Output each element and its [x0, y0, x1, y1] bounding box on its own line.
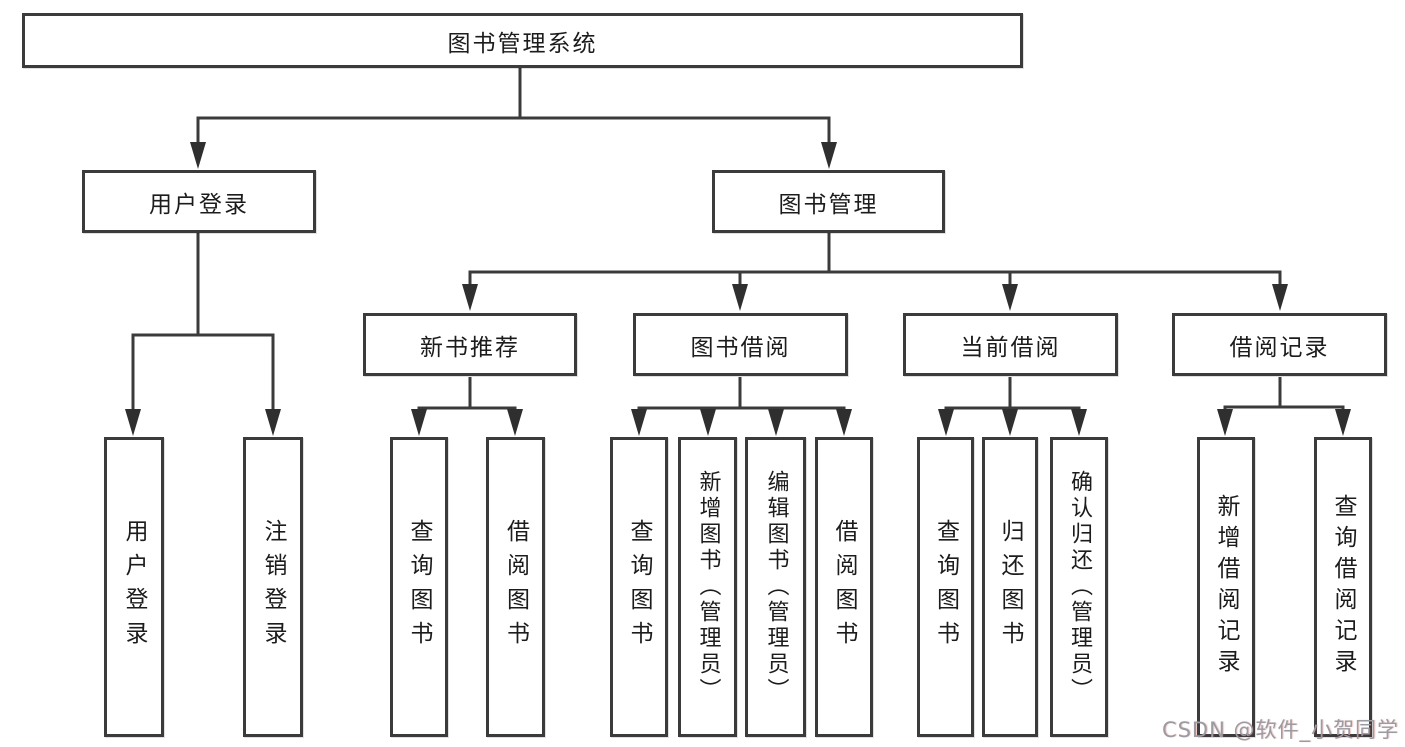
- leaf-add-books-admin: 新增图书（管理员）: [678, 437, 737, 737]
- leaf-return-books: 归还图书: [982, 437, 1038, 737]
- leaf-query-borrow-record: 查询借阅记录: [1314, 437, 1372, 737]
- leaf-logout: 注销登录: [243, 437, 303, 737]
- leaf-query-books-current: 查询图书: [917, 437, 974, 737]
- csdn-watermark: CSDN @软件_小贺同学: [1161, 718, 1399, 742]
- node-current-borrowing: 当前借阅: [903, 313, 1118, 376]
- leaf-confirm-return-admin: 确认归还（管理员）: [1050, 437, 1108, 737]
- leaf-query-books-recommend: 查询图书: [390, 437, 448, 737]
- node-book-management: 图书管理: [712, 170, 945, 233]
- leaf-borrow-books: 借阅图书: [815, 437, 873, 737]
- node-root-system: 图书管理系统: [22, 13, 1023, 68]
- leaf-borrow-books-recommend: 借阅图书: [486, 437, 545, 737]
- node-user-login: 用户登录: [82, 170, 316, 233]
- node-new-book-recommend: 新书推荐: [363, 313, 577, 376]
- node-book-borrowing: 图书借阅: [633, 313, 848, 376]
- leaf-user-login: 用户登录: [104, 437, 164, 737]
- leaf-add-borrow-record: 新增借阅记录: [1197, 437, 1255, 737]
- node-borrow-records: 借阅记录: [1172, 313, 1387, 376]
- leaf-query-books-borrowing: 查询图书: [610, 437, 668, 737]
- leaf-edit-books-admin: 编辑图书（管理员）: [745, 437, 806, 737]
